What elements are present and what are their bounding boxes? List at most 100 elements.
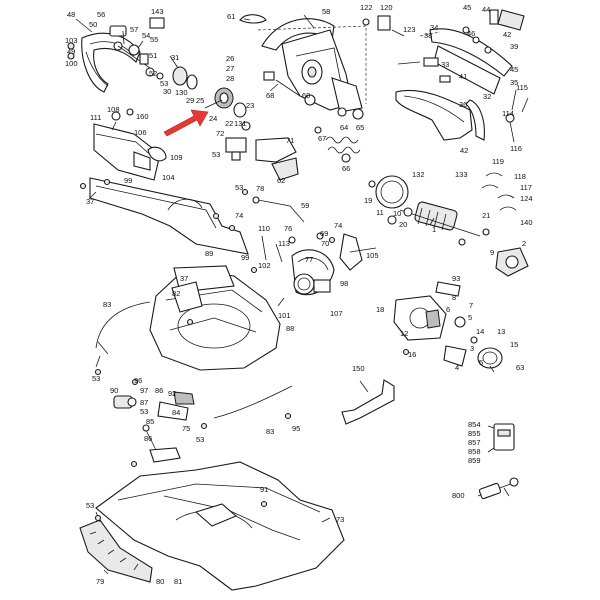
callout-854: 854 [468, 420, 481, 429]
label-set [487, 423, 515, 453]
wrench-150 [341, 379, 395, 425]
label-plate-143 [149, 17, 165, 29]
clips-117-124 [481, 172, 517, 211]
callout-123: 123 [403, 25, 416, 34]
spindle-stack [117, 44, 164, 80]
callout-53-mid: 53 [212, 150, 220, 159]
callout-115: 115 [516, 83, 528, 92]
callout-92: 92 [168, 389, 176, 398]
callout-82: 82 [172, 289, 180, 298]
callout-117: 117 [520, 183, 532, 192]
callout-89: 89 [205, 249, 213, 258]
callout-37-top: 37 [86, 197, 94, 206]
linkage-110-113 [261, 232, 324, 263]
bushings-64-65 [314, 107, 364, 134]
callout-32: 32 [483, 92, 491, 101]
callout-70: 70 [321, 239, 329, 248]
clamp-rod-83-left [95, 301, 151, 349]
callout-69: 69 [320, 229, 328, 238]
turntable-88 [149, 265, 281, 371]
callout-58: 58 [322, 7, 330, 16]
bearing-10-20 [387, 207, 490, 246]
callout-143: 143 [151, 7, 164, 16]
callout-53-lower: 53 [92, 374, 100, 383]
callout-labels: 48 56 50 103 49 100 58 143 55 57 54 51 5… [65, 3, 533, 586]
callout-45-top: 45 [463, 3, 471, 12]
callout-49: 49 [67, 47, 75, 56]
callout-77: 77 [305, 255, 313, 264]
clip-115 [505, 89, 529, 143]
callout-114: 114 [502, 109, 514, 118]
shaft-68-60 [263, 71, 316, 106]
callout-37-mid: 37 [180, 274, 188, 283]
callout-36: 36 [459, 100, 467, 109]
callout-116: 116 [510, 144, 522, 153]
callout-64: 64 [340, 123, 348, 132]
clamp-rod-83-bottom [213, 385, 293, 419]
screws [79, 178, 410, 522]
callout-62: 62 [277, 176, 285, 185]
callout-78: 78 [256, 184, 264, 193]
callout-1: 1 [432, 225, 436, 234]
callout-21: 21 [482, 211, 490, 220]
callout-857: 857 [468, 438, 481, 447]
callout-25: 25 [196, 96, 204, 105]
callout-130: 130 [175, 88, 188, 97]
callout-100: 100 [65, 59, 78, 68]
detent-spring-86 [142, 424, 181, 463]
callout-35: 35 [510, 78, 518, 87]
callout-74-right: 74 [334, 221, 342, 230]
callout-12: 12 [400, 329, 408, 338]
callout-50: 50 [89, 20, 97, 29]
callout-45-mid: 45 [510, 65, 518, 74]
fence-111 [93, 108, 161, 181]
callout-16: 16 [408, 350, 416, 359]
callout-8: 8 [452, 293, 456, 302]
fence-bracket-82 [171, 281, 203, 313]
callout-91: 91 [260, 485, 268, 494]
callout-56: 56 [97, 10, 105, 19]
callout-46: 46 [467, 29, 475, 38]
callout-122: 122 [360, 3, 373, 12]
callout-119: 119 [492, 157, 504, 166]
switch-module [397, 57, 451, 83]
callout-61: 61 [227, 12, 235, 21]
callout-855: 855 [468, 429, 481, 438]
callout-73: 73 [336, 515, 344, 524]
highlight-arrow [163, 109, 209, 137]
callout-111: 111 [90, 113, 101, 122]
callout-33: 33 [441, 60, 449, 69]
tool-800 [477, 477, 519, 500]
callout-4: 4 [455, 363, 459, 372]
callout-24: 24 [209, 114, 217, 123]
callout-38: 38 [424, 31, 432, 40]
callout-39: 39 [510, 42, 518, 51]
callout-150: 150 [352, 364, 365, 373]
detent-plate-92 [157, 391, 195, 421]
callout-48: 48 [67, 10, 75, 19]
callout-54: 54 [142, 31, 150, 40]
callout-105: 105 [366, 251, 379, 260]
callout-42-mid: 42 [460, 146, 468, 155]
callout-86-top: 86 [155, 386, 163, 395]
callout-67: 67 [318, 134, 326, 143]
callout-53-bottom: 53 [196, 435, 204, 444]
callout-83-bottom: 83 [266, 427, 274, 436]
guard-screw-103 [67, 42, 75, 60]
callout-18: 18 [376, 305, 384, 314]
callout-84: 84 [172, 408, 180, 417]
callout-99-mid: 99 [241, 253, 249, 262]
callout-66: 66 [342, 164, 350, 173]
callout-76: 76 [284, 224, 292, 233]
callout-28: 28 [226, 74, 234, 83]
callout-55: 55 [150, 35, 158, 44]
callout-131: 131 [234, 119, 247, 128]
callout-71: 71 [286, 136, 294, 145]
leader-lines [75, 14, 510, 575]
callout-68: 68 [266, 91, 274, 100]
callout-44: 44 [482, 5, 490, 14]
callout-81: 81 [174, 577, 182, 586]
callout-75: 75 [182, 424, 190, 433]
callout-2: 2 [522, 239, 526, 248]
callout-13: 13 [497, 327, 505, 336]
